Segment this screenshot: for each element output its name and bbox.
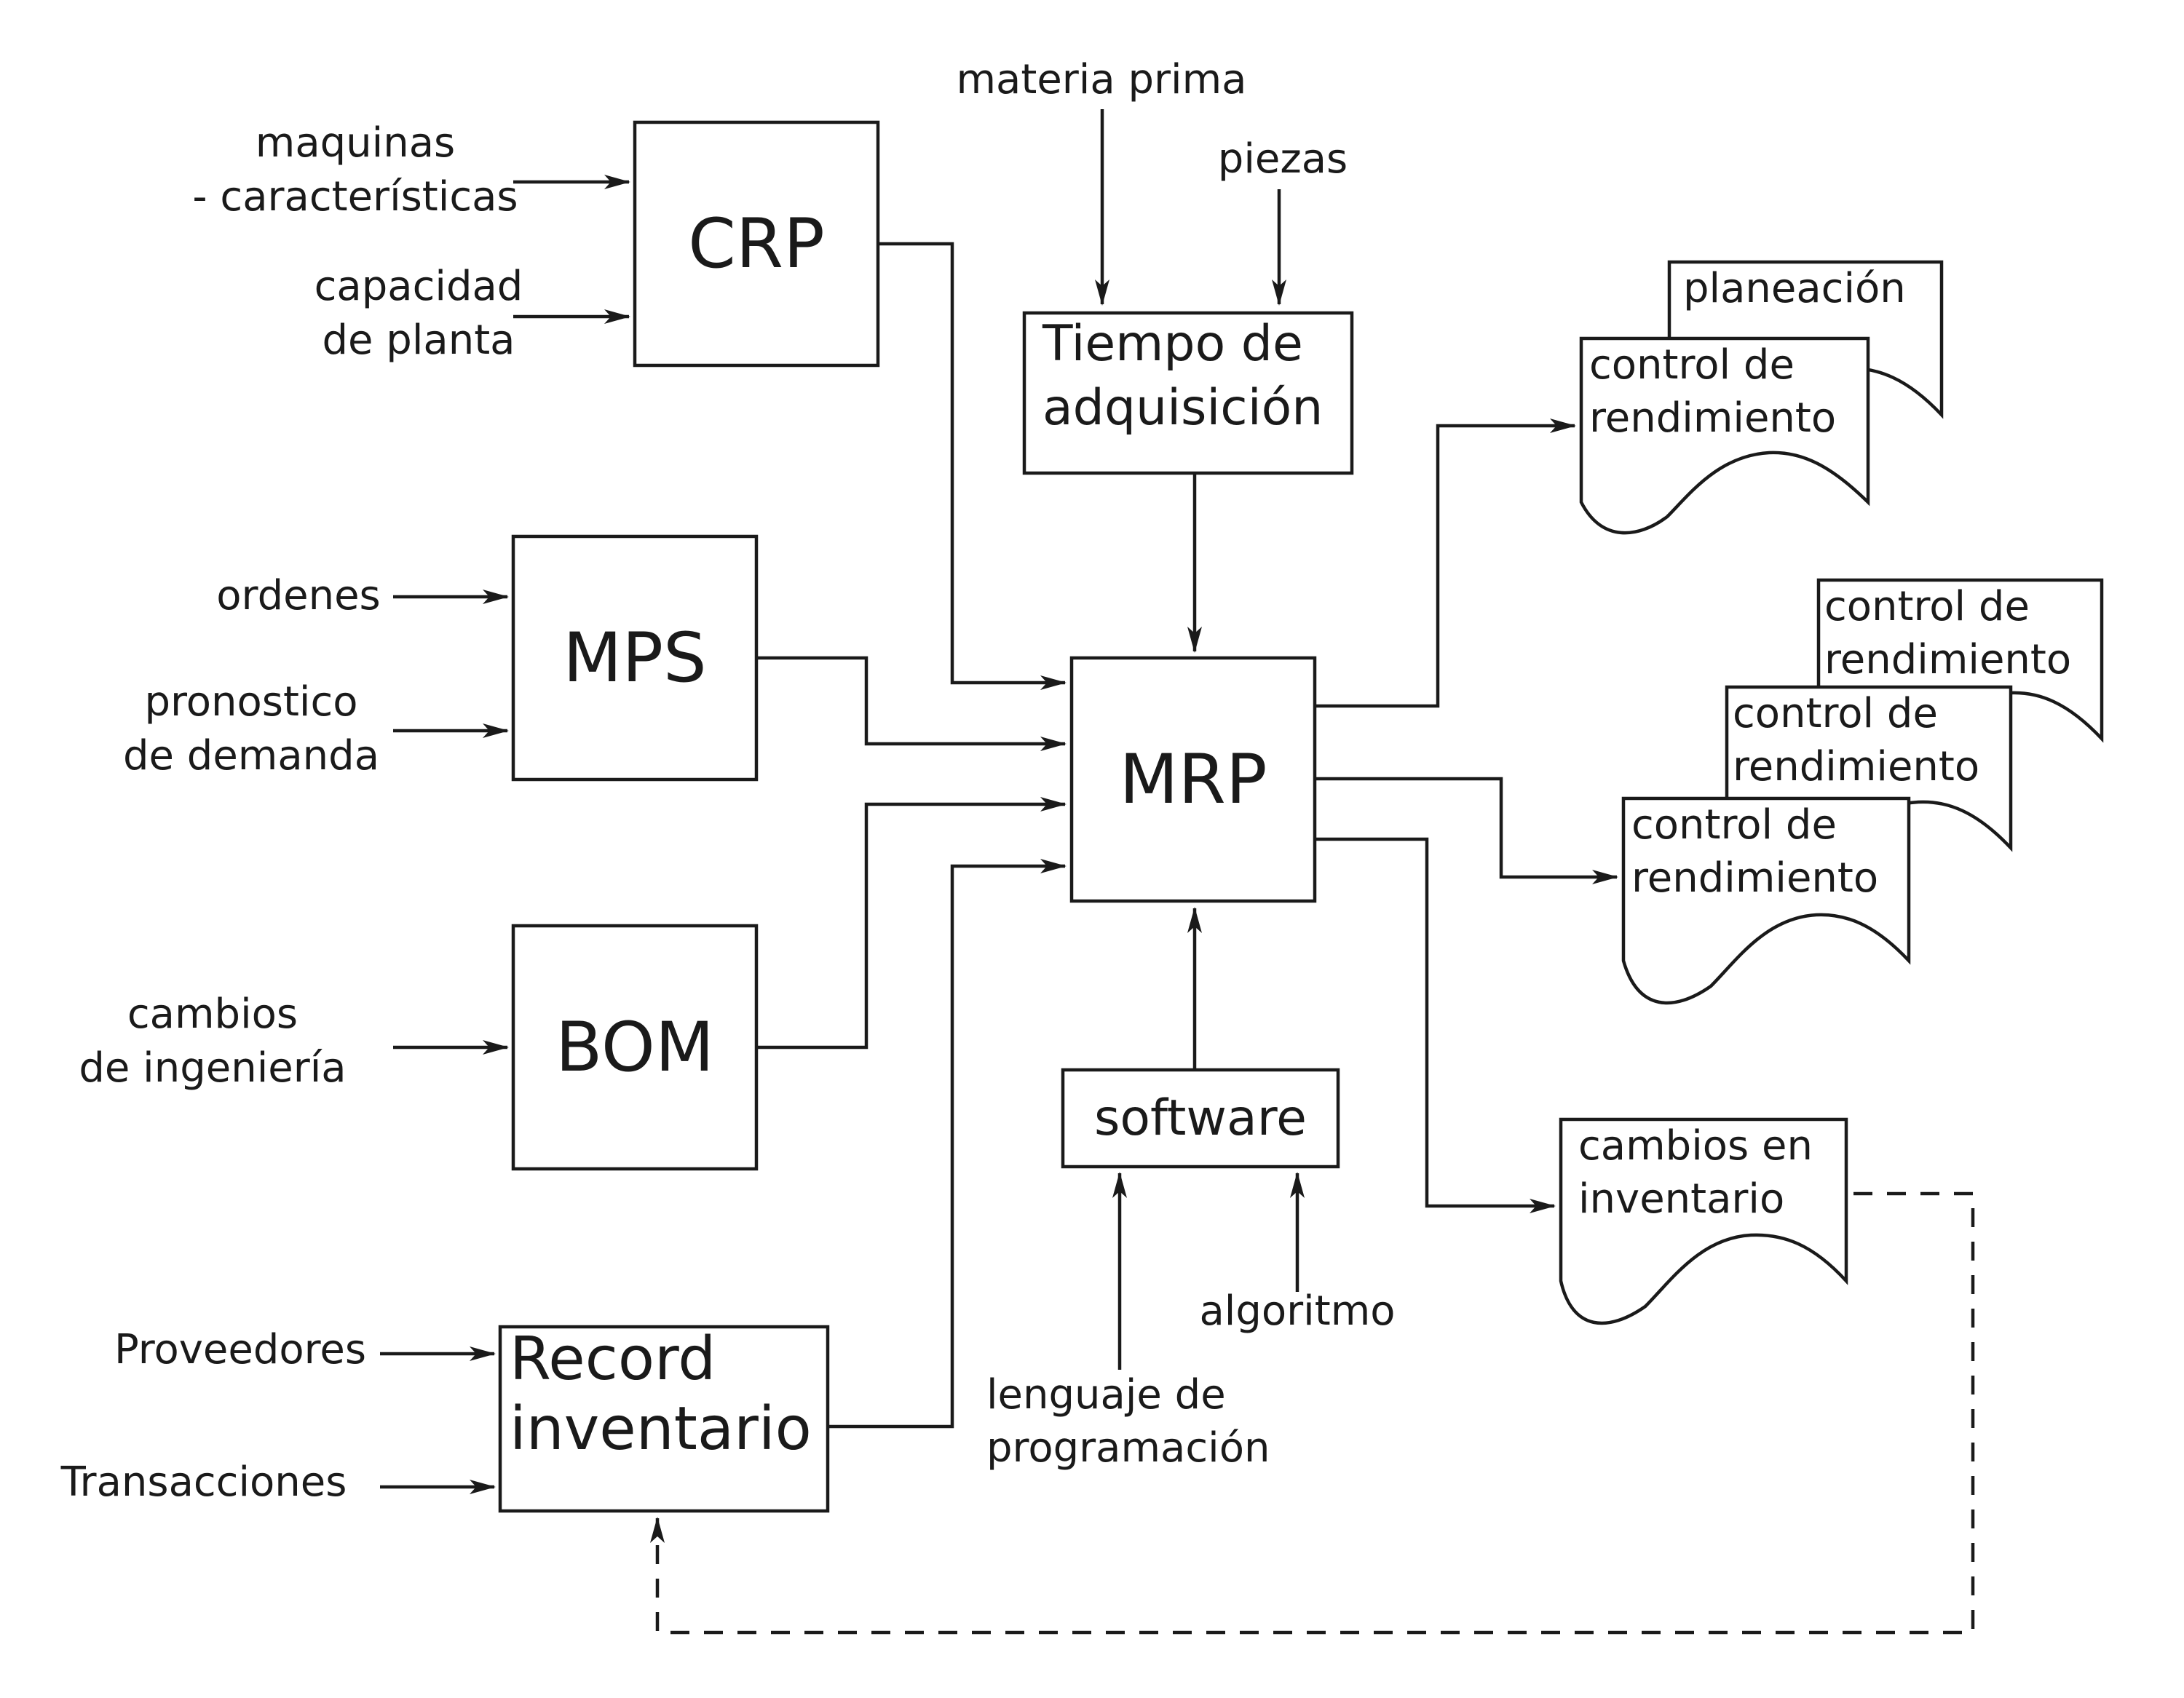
doc-control-stack-back-label: control de rendimiento xyxy=(1824,583,2071,683)
input-materia-prima: materia prima xyxy=(957,56,1247,103)
crp-label-line-1: CRP xyxy=(688,205,825,284)
doc-control-top-label: control de rendimiento xyxy=(1589,341,1836,442)
doc-cambios-inventario-label: cambios en inventario xyxy=(1578,1122,1813,1223)
doc-control-stack-front-label-line-1: control de xyxy=(1631,801,1837,849)
tiempo-adquisicion-label-line-2: adquisición xyxy=(1042,379,1323,437)
doc-control-stack-mid-label-line-1: control de xyxy=(1733,690,1938,737)
doc-control-top: control de rendimiento xyxy=(1579,336,1870,535)
doc-control-stack-back-label-line-2: rendimiento xyxy=(1824,636,2071,683)
input-capacidad: capacidad de planta xyxy=(314,263,523,364)
doc-control-top-label-line-2: rendimiento xyxy=(1589,394,1836,442)
tiempo-adquisicion-label: Tiempo de adquisición xyxy=(1042,315,1323,437)
doc-control-stack-front-label-line-2: rendimiento xyxy=(1631,854,1878,902)
doc-control-stack-back-label-line-1: control de xyxy=(1824,583,2030,630)
crp-box: CRP xyxy=(633,120,880,368)
arrow-mps-mrp xyxy=(756,656,1067,751)
doc-cambios-inventario: cambios en inventario xyxy=(1559,1117,1848,1325)
doc-cambios-inventario-label-line-1: cambios en xyxy=(1578,1122,1813,1170)
input-transacciones-line-1: Transacciones xyxy=(60,1459,347,1506)
arrow-crp-mrp xyxy=(878,242,1067,690)
input-proveedores: Proveedores xyxy=(114,1326,366,1373)
input-materia-prima-line-1: materia prima xyxy=(957,56,1247,103)
input-lenguaje-line-2: programación xyxy=(986,1424,1270,1472)
mps-box: MPS xyxy=(511,534,759,782)
crp-label: CRP xyxy=(688,205,825,284)
doc-control-stack-front-label: control de rendimiento xyxy=(1631,801,1878,902)
input-maquinas-line-1: maquinas xyxy=(256,119,455,167)
tiempo-adquisicion-label-line-1: Tiempo de xyxy=(1042,315,1303,373)
arrow-bom-mrp xyxy=(756,797,1067,1050)
input-ordenes: ordenes xyxy=(216,572,380,619)
software-box: software xyxy=(1061,1068,1340,1169)
mps-label: MPS xyxy=(563,619,706,698)
input-algoritmo: algoritmo xyxy=(1199,1288,1395,1335)
input-cambios-ingenieria-line-1: cambios xyxy=(127,991,298,1038)
input-maquinas: maquinas - características xyxy=(192,119,518,221)
input-proveedores-line-1: Proveedores xyxy=(114,1326,366,1373)
software-label-line-1: software xyxy=(1094,1090,1307,1147)
input-algoritmo-line-1: algoritmo xyxy=(1199,1288,1395,1335)
input-transacciones: Transacciones xyxy=(60,1459,347,1506)
doc-control-top-label-line-1: control de xyxy=(1589,341,1795,389)
tiempo-adquisicion-box: Tiempo de adquisición xyxy=(1022,311,1354,475)
arrow-feedback-cambios-record xyxy=(650,1191,1975,1635)
mps-label-line-1: MPS xyxy=(563,619,706,698)
mrp-box: MRP xyxy=(1069,656,1317,903)
doc-cambios-inventario-label-line-2: inventario xyxy=(1578,1175,1784,1223)
input-cambios-ingenieria: cambios de ingeniería xyxy=(79,991,346,1092)
doc-planeacion-label-line-1: planeación xyxy=(1683,265,1906,312)
input-maquinas-line-2: - características xyxy=(192,173,518,221)
input-capacidad-line-2: de planta xyxy=(323,317,515,364)
bom-label: BOM xyxy=(555,1008,714,1087)
software-label: software xyxy=(1094,1090,1307,1147)
doc-planeacion-label: planeación xyxy=(1683,265,1906,312)
record-inventario-label-line-1: Record xyxy=(510,1325,716,1394)
input-cambios-ingenieria-line-2: de ingeniería xyxy=(79,1044,346,1092)
input-ordenes-line-1: ordenes xyxy=(216,572,380,619)
input-piezas-line-1: piezas xyxy=(1218,135,1348,183)
input-lenguaje-line-1: lenguaje de xyxy=(986,1371,1226,1419)
input-capacidad-line-1: capacidad xyxy=(314,263,523,310)
input-pronostico-line-1: pronostico xyxy=(144,678,357,726)
input-lenguaje: lenguaje de programación xyxy=(986,1371,1270,1472)
arrow-record-mrp xyxy=(828,859,1067,1429)
arrow-mrp-cambios-inventario xyxy=(1315,837,1556,1213)
doc-control-stack-mid-label-line-2: rendimiento xyxy=(1733,743,1979,790)
bom-box: BOM xyxy=(511,924,759,1171)
bom-label-line-1: BOM xyxy=(555,1008,714,1087)
input-pronostico: pronostico de demanda xyxy=(123,678,379,779)
input-pronostico-line-2: de demanda xyxy=(123,732,379,779)
input-piezas: piezas xyxy=(1218,135,1348,183)
mrp-label-line-1: MRP xyxy=(1119,740,1267,820)
doc-control-stack-mid-label: control de rendimiento xyxy=(1733,690,1979,790)
arrow-mrp-control-stack xyxy=(1315,777,1618,884)
doc-control-stack-front: control de rendimiento xyxy=(1621,796,1911,1005)
arrow-mrp-control-top xyxy=(1315,418,1576,708)
record-inventario-label-line-2: inventario xyxy=(510,1394,812,1464)
mrp-label: MRP xyxy=(1119,740,1267,820)
